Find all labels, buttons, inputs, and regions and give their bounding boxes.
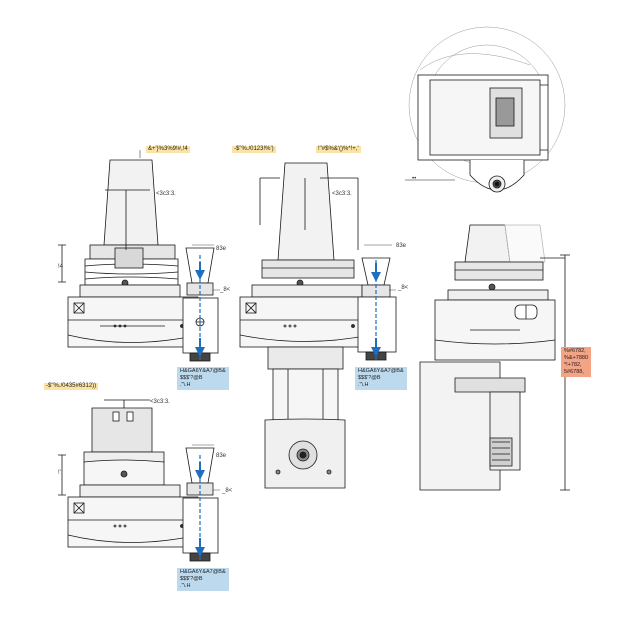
toolholder-top-left — [58, 159, 219, 362]
dimension-lines — [192, 244, 396, 491]
note-red-right: %#6782, %&+7880 *!+782, 5#6788, — [561, 347, 592, 377]
e-label-tl: 83e — [216, 246, 227, 252]
side-label-bl: !' — [58, 470, 61, 476]
dim-label-tm: <3c3:3. — [332, 191, 352, 197]
mark-tr: •• — [412, 176, 417, 182]
lt-label-tm: _8< — [398, 285, 409, 291]
toolholder-top-middle — [239, 162, 397, 489]
dim-label-tl: <3c3:3. — [156, 191, 176, 197]
side-view-right — [419, 224, 570, 491]
lt-label-tl: _8< — [220, 287, 231, 293]
side-label-tl: !4 — [58, 264, 64, 270]
note-blue-tm: H&GA6Y&A7@B& $$$'?@B ."\.H — [355, 367, 407, 390]
toolholder-bottom-left — [58, 399, 219, 562]
note-blue-tl: H&GA6Y&A7@B& $$$'?@B ."\.H — [177, 367, 229, 390]
label-tm-left: -$"%./0123!%') — [232, 146, 276, 153]
note-blue-bl: H&GA6Y&A7@B& $$$'?@B ."\.H — [177, 568, 229, 591]
label-bl-top: -$"%./0435#6312)) — [44, 383, 99, 390]
label-tm-right: !"#$%&'()%*!+,' — [316, 146, 361, 153]
detail-view-top-right — [405, 26, 566, 193]
dim-label-bl: <3c3:3. — [150, 399, 170, 405]
e-label-tm: 83e — [396, 243, 407, 249]
e-label-bl: 83e — [216, 453, 227, 459]
lt-label-bl: _8< — [222, 488, 233, 494]
label-tl-top: &+'}%3%9!#,!4 — [146, 146, 190, 153]
